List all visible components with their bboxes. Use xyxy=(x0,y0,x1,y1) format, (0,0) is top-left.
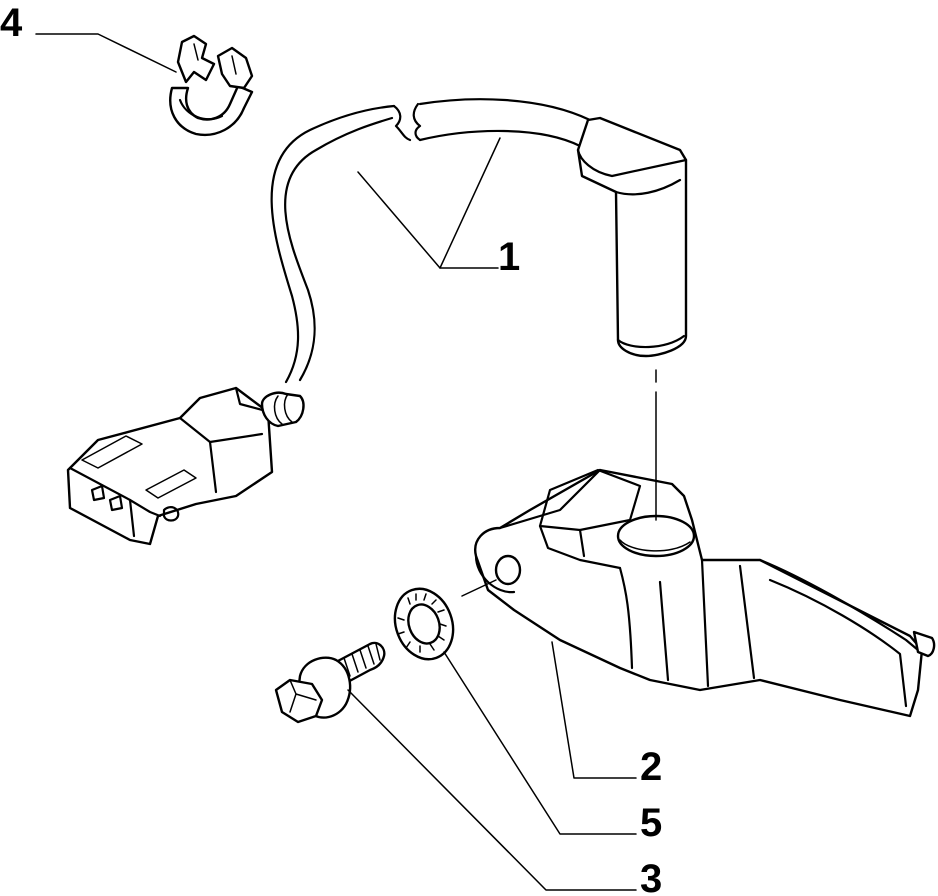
leader-line-2 xyxy=(551,641,637,779)
leader-line-3 xyxy=(347,689,637,891)
leader-line-5 xyxy=(443,651,637,835)
assembly-axis-bolt xyxy=(461,579,497,597)
lock-washer-part-5 xyxy=(393,587,455,661)
flange-bolt-part-3 xyxy=(274,641,386,724)
callout-4: 4 xyxy=(0,1,23,45)
callout-2: 2 xyxy=(640,745,662,789)
sensor-bracket-part-2 xyxy=(474,468,936,718)
crankshaft-sensor-part-1 xyxy=(66,98,688,546)
callout-1: 1 xyxy=(498,235,520,279)
leader-line-4 xyxy=(35,33,177,73)
leader-line-1 xyxy=(357,137,501,269)
leader-lines xyxy=(35,33,657,891)
callout-3: 3 xyxy=(640,857,662,896)
callout-5: 5 xyxy=(640,801,662,845)
cable-clip-part-4 xyxy=(169,34,254,137)
